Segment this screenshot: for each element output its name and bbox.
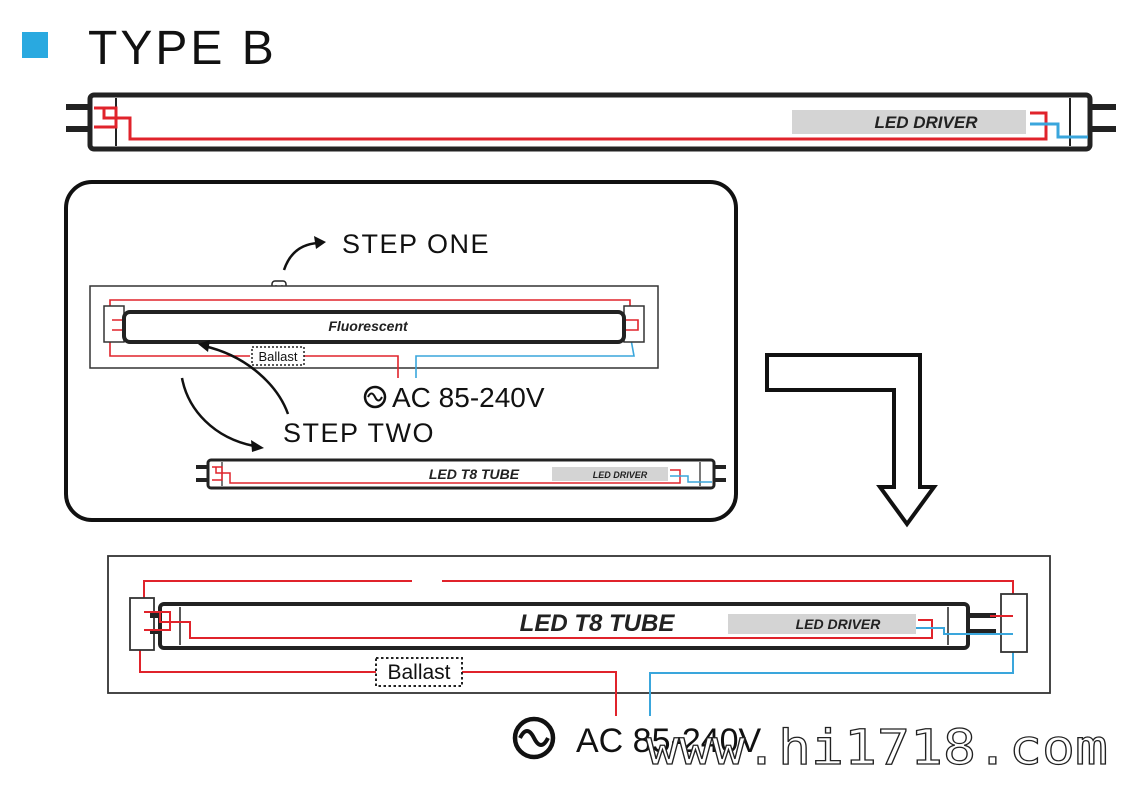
fluorescent-tube xyxy=(122,310,626,344)
small-tube-driver-box xyxy=(552,467,668,481)
top-tube-live-wire xyxy=(102,108,1032,141)
small-tube-label: LED T8 TUBE xyxy=(429,466,520,482)
top-tube-driver-label: LED DRIVER xyxy=(875,113,979,132)
title-marker-icon xyxy=(22,32,48,58)
steps-panel: STEP ONE Fluorescent Ballast AC 85-2 xyxy=(64,180,738,522)
panel-ac-label: AC 85-240V xyxy=(392,382,545,413)
step-two-label: STEP TWO xyxy=(283,418,435,448)
small-led-tube: LED T8 TUBE LED DRIVER xyxy=(196,458,726,490)
top-led-tube: LED DRIVER xyxy=(66,92,1116,152)
bottom-tube-label: LED T8 TUBE xyxy=(520,610,676,637)
bottom-live-wire xyxy=(159,612,920,639)
bottom-ballast-box xyxy=(375,657,463,687)
bottom-ac-label: AC 85-240V xyxy=(576,722,762,760)
page-title: TYPE B xyxy=(88,22,277,75)
bottom-driver-box xyxy=(728,614,916,634)
top-tube-left-pins xyxy=(66,104,94,132)
ac-source-icon xyxy=(363,385,387,409)
top-tube-neutral-wire xyxy=(1030,122,1088,139)
bottom-driver-label: LED DRIVER xyxy=(796,616,882,632)
ballast-label: Ballast xyxy=(258,349,297,364)
ballast-box xyxy=(251,346,305,366)
top-tube-right-pins xyxy=(1088,104,1116,132)
watermark-text: www.hi1718.com xyxy=(646,720,1108,776)
bottom-ballast-label: Ballast xyxy=(387,661,450,684)
bottom-fixture: LED T8 TUBE LED DRIVER Ballast xyxy=(107,555,1051,716)
small-tube-driver-label: LED DRIVER xyxy=(593,470,648,480)
bottom-ac-source-icon xyxy=(512,716,556,760)
down-arrow-icon xyxy=(765,353,938,528)
step-one-label: STEP ONE xyxy=(342,229,490,259)
top-tube-body xyxy=(87,92,1093,152)
bottom-neutral-wire xyxy=(649,648,1014,716)
top-tube-driver-box xyxy=(792,110,1026,134)
fluorescent-label: Fluorescent xyxy=(328,318,409,334)
